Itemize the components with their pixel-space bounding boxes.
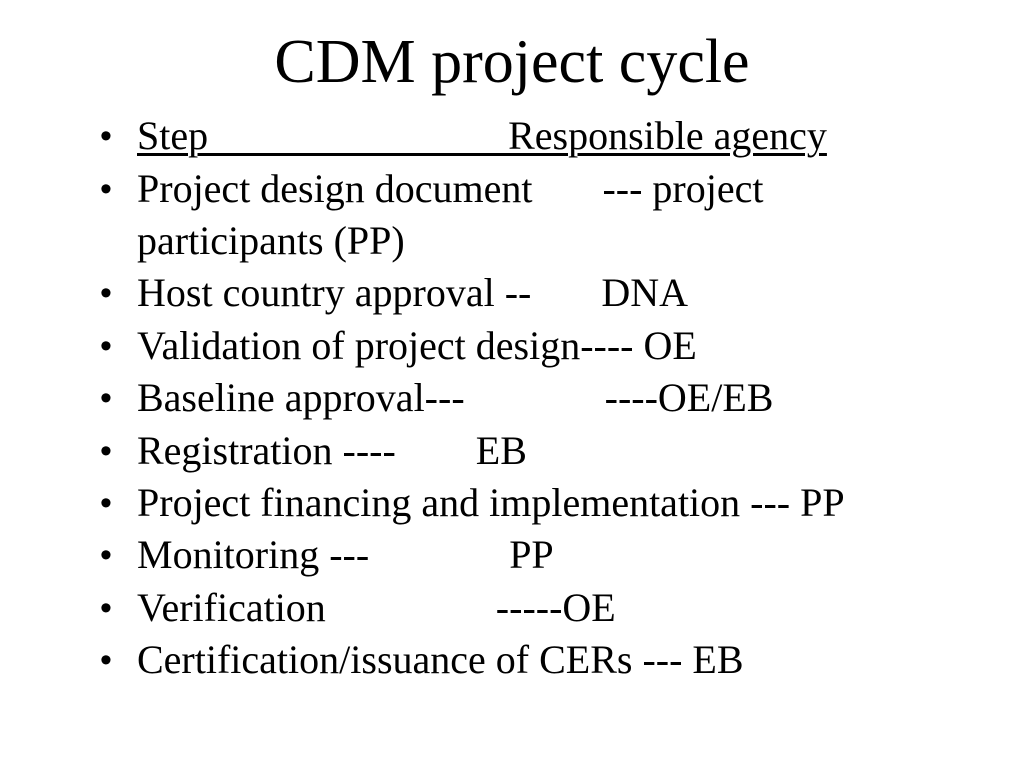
bullet-text-certification: Certification/issuance of CERs --- EB bbox=[137, 637, 744, 683]
bullet-item: • Baseline approval--- ----OE/EB bbox=[100, 372, 1024, 424]
bullet-text-verification: Verification -----OE bbox=[137, 584, 616, 630]
bullet-icon: • bbox=[100, 117, 112, 156]
bullet-text-registration: Registration ---- EB bbox=[137, 427, 527, 473]
bullet-icon: • bbox=[100, 326, 112, 365]
bullet-item: • Monitoring --- PP bbox=[100, 529, 1024, 581]
bullet-icon: • bbox=[100, 274, 112, 313]
bullet-item: • Certification/issuance of CERs --- EB bbox=[100, 634, 1024, 686]
bullet-icon: • bbox=[100, 379, 112, 418]
bullet-item: • Project financing and implementation -… bbox=[100, 477, 1024, 529]
bullet-icon: • bbox=[100, 536, 112, 575]
bullet-text-monitoring: Monitoring --- PP bbox=[137, 532, 554, 578]
bullet-item: • Validation of project design---- OE bbox=[100, 320, 1024, 372]
bullet-text-project-financing: Project financing and implementation ---… bbox=[137, 480, 845, 526]
bullet-icon: • bbox=[100, 484, 112, 523]
bullet-text-validation: Validation of project design---- OE bbox=[137, 322, 697, 368]
bullet-text-step-header: Step Responsible agency bbox=[137, 113, 827, 159]
bullet-list: • Step Responsible agency • Project desi… bbox=[100, 110, 1024, 686]
bullet-icon: • bbox=[100, 588, 112, 627]
bullet-item: • Verification -----OE bbox=[100, 582, 1024, 634]
bullet-icon: • bbox=[100, 169, 112, 208]
bullet-item: • Project design document --- project pa… bbox=[100, 163, 1024, 268]
bullet-text-baseline-approval: Baseline approval--- ----OE/EB bbox=[137, 375, 774, 421]
bullet-icon: • bbox=[100, 431, 112, 470]
bullet-item: • Step Responsible agency bbox=[100, 110, 1024, 162]
bullet-text-host-country-approval: Host country approval -- DNA bbox=[137, 270, 688, 316]
bullet-icon: • bbox=[100, 641, 112, 680]
bullet-item: • Host country approval -- DNA bbox=[100, 267, 1024, 319]
bullet-item: • Registration ---- EB bbox=[100, 425, 1024, 477]
page-title: CDM project cycle bbox=[274, 28, 750, 96]
bullet-text-project-design-document: Project design document --- project part… bbox=[137, 165, 774, 263]
